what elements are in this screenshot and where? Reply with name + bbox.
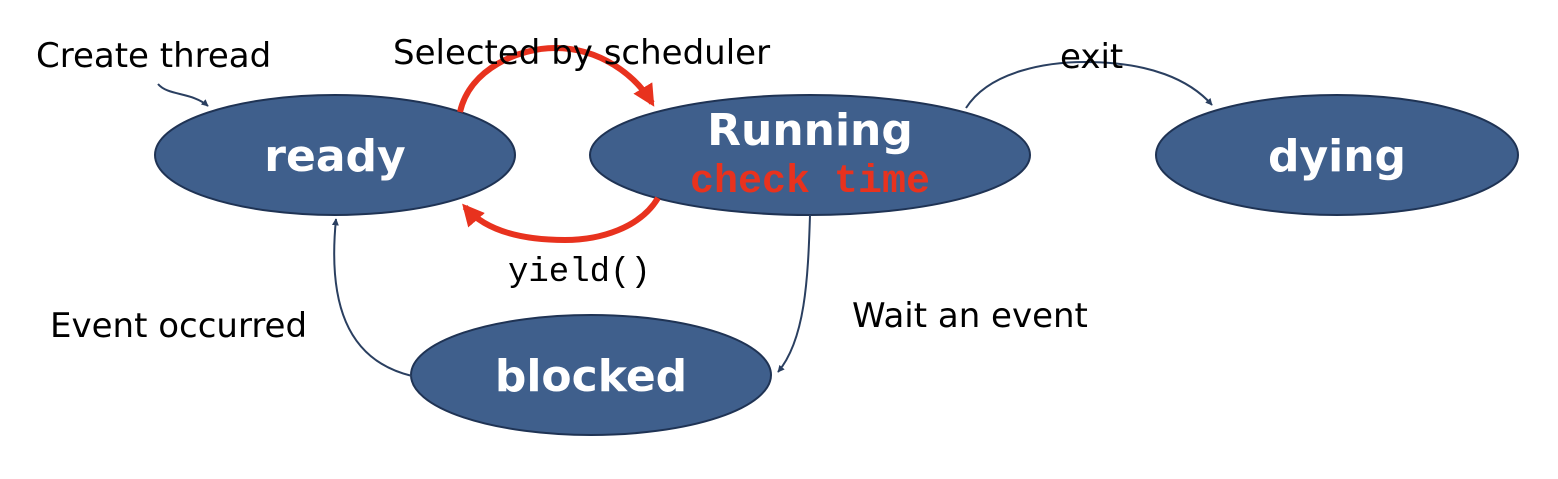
running-note-label: check time <box>689 160 931 205</box>
state-ready-node <box>154 94 516 216</box>
exit-arrow <box>965 60 1213 109</box>
create-thread-arrow <box>157 83 209 107</box>
yield-label: yield() <box>508 254 651 292</box>
exit-label: exit <box>1060 37 1124 77</box>
selected-by-scheduler-label: Selected by scheduler <box>393 33 771 73</box>
wait-event-arrow <box>777 214 811 373</box>
event-occurred-label: Event occurred <box>50 306 308 346</box>
create-thread-label: Create thread <box>36 36 272 76</box>
state-ready-label: ready <box>264 131 406 182</box>
wait-event-label: Wait an event <box>852 296 1088 336</box>
state-running-label: Running <box>707 105 913 156</box>
selected-by-scheduler-arrow <box>457 44 655 113</box>
state-dying-node <box>1155 94 1519 216</box>
state-blocked-label: blocked <box>494 351 688 402</box>
yield-arrow <box>462 196 661 244</box>
event-occurred-arrow <box>331 218 413 377</box>
state-dying-label: dying <box>1267 131 1407 182</box>
